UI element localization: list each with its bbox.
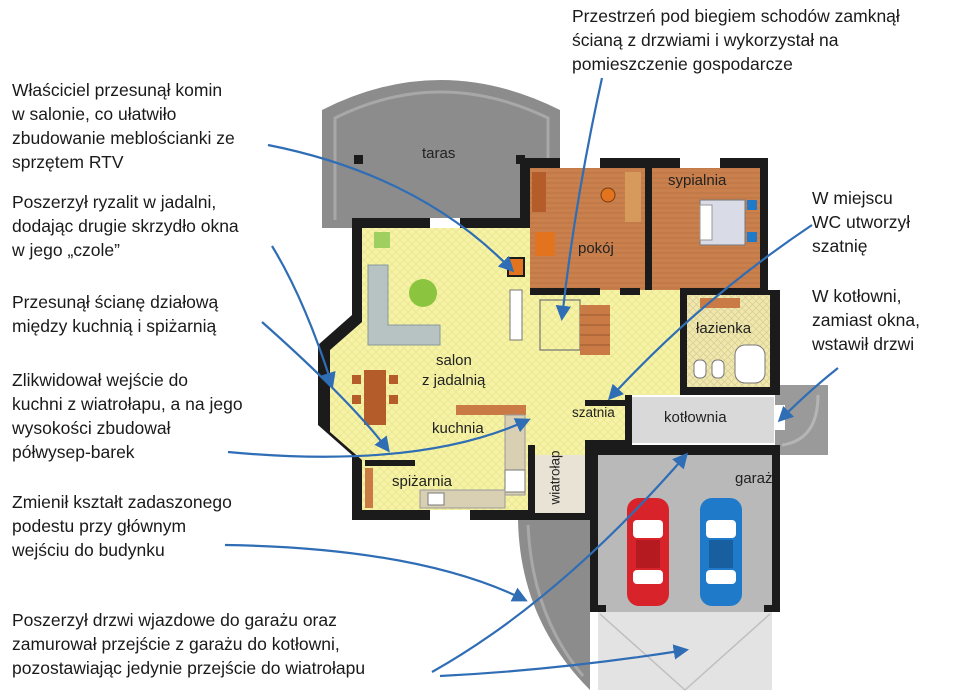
pantry-shelf [365,468,373,508]
room-label-szatnia: szatnia [572,405,615,420]
dining-table [364,370,386,425]
room-label-kuchnia: kuchnia [432,420,484,437]
annotation-boiler: W kotłowni, zamiast okna, wstawił drzwi [812,286,920,354]
arrow-wall [261,321,390,453]
pillow [699,204,713,241]
room-label-kotlownia: kotłownia [664,409,727,426]
arrow-garage-1 [431,452,689,673]
desk [625,172,641,222]
wall [680,295,687,395]
annotation-wall-move: Przesunął ścianę działową między kuchnią… [12,292,219,336]
toilet [693,359,707,379]
window [680,158,720,168]
window [430,218,460,228]
plant-pot [374,232,390,248]
room-label-pokoj: pokój [578,240,614,257]
wall [680,288,760,295]
terrace [322,80,560,228]
blue-car [700,498,742,606]
arrow-kitchen [227,418,531,458]
red-car [627,498,669,606]
room-label-taras: taras [422,145,456,162]
chair [352,395,361,404]
stairs-flight [580,305,610,355]
annotation-garage: Poszerzył drzwi wjazdowe do garażu oraz … [12,610,366,678]
arrow-boiler [777,367,839,423]
sofa [367,264,441,346]
kitchen-counter [456,405,526,415]
room-label-salon-line2: z jadalnią [422,372,486,389]
garage-door-opening [606,603,764,613]
window [430,510,470,520]
bathroom-cabinet [700,298,740,308]
stove [504,469,526,493]
annotation-kitchen-entry: Zlikwidował wejście do kuchni z wiatroła… [12,370,243,462]
wall [528,445,535,520]
wall [645,168,652,290]
nightstand [747,200,757,210]
arrow-garage-2 [439,644,690,678]
boiler-landing-curve [781,394,820,447]
arrow-porch [224,543,528,602]
wall [620,288,640,295]
nightstand [747,232,757,242]
chair [389,395,398,404]
room-label-garaz: garaż [735,470,773,487]
entrance-porch [518,520,590,690]
wiatrolap-floor [535,455,585,513]
wall [625,395,632,445]
annotation-porch: Zmienił kształt zadaszonego podestu przy… [12,492,232,560]
kotlownia-floor [632,397,774,443]
armchair [535,232,555,256]
annotation-arrows [224,77,839,678]
chair [389,375,398,384]
wall [585,400,625,406]
annotation-wc: W miejscu WC utworzył szatnię [812,188,911,256]
plant [409,279,437,307]
porch-edge [526,524,585,677]
window [560,158,600,168]
terrace-edge [333,90,550,220]
room-label-salon: salon [436,352,472,369]
bathtub [734,344,766,384]
arrow-stairs [555,77,604,322]
chair [352,375,361,384]
room-label-wiatrolap: wiatrołap [547,450,563,505]
window [768,195,778,225]
arrow-ryzalit [271,245,336,388]
driveway-hatch [599,613,771,691]
room-label-spizarnia: spiżarnia [392,473,453,490]
arrow-chimney [267,143,515,273]
room-label-lazienka: łazienka [696,320,752,337]
room-label-sypialnia: sypialnia [668,172,727,189]
tv-unit [509,289,523,341]
annotation-stairs: Przestrzeń pod biegiem schodów zamknął ś… [572,6,900,74]
wardrobe [532,172,546,212]
sink [427,492,445,506]
stairs-treads [580,314,610,346]
bidet [711,359,725,379]
pantry-wall [365,460,415,466]
annotation-chimney: Właściciel przesunął komin w salonie, co… [12,80,235,172]
chair-round [600,187,616,203]
terrace-post [354,155,363,164]
arrow-wc [607,224,813,401]
annotation-ryzalit: Poszerzył ryzalit w jadalni, dodając dru… [12,192,239,260]
boiler-landing [775,385,828,455]
